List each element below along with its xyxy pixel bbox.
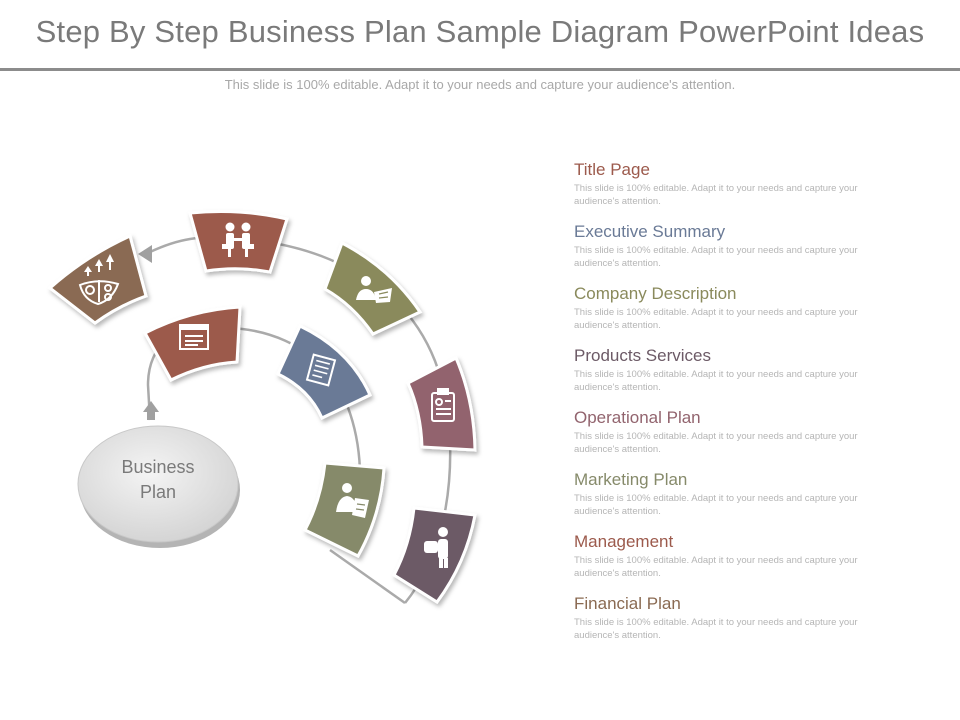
manager-icon — [336, 483, 369, 518]
step-tile-handshake — [188, 209, 289, 274]
center-label-line2: Plan — [140, 482, 176, 502]
browser-window-icon — [179, 324, 209, 350]
center-label-line1: Business — [121, 457, 194, 477]
title-divider — [0, 68, 960, 71]
presenter-icon — [356, 276, 392, 303]
handshake-icon — [222, 222, 254, 257]
plan-section-title: Operational Plan — [574, 408, 701, 427]
person-box-icon — [424, 527, 448, 568]
plan-section-description: This slide is 100% editable. Adapt it to… — [574, 555, 858, 579]
step-tile-report — [406, 355, 477, 452]
step-tile-documents — [276, 323, 372, 421]
up-arrow-stem — [147, 411, 155, 420]
plan-section-description: This slide is 100% editable. Adapt it to… — [574, 369, 858, 393]
slide-title: Step By Step Business Plan Sample Diagra… — [35, 14, 925, 49]
step-tile-growth — [47, 233, 148, 325]
step-tile-manager — [302, 461, 386, 558]
arrowheads — [138, 245, 159, 420]
report-icon — [431, 388, 455, 422]
left-arrowhead — [138, 245, 152, 263]
step-tile-presenter — [323, 240, 423, 336]
step-tile-person-box — [392, 506, 477, 605]
slide-subtitle: This slide is 100% editable. Adapt it to… — [224, 77, 736, 92]
plan-section-description: This slide is 100% editable. Adapt it to… — [574, 183, 858, 207]
business-plan-diagram: Business Plan — [47, 209, 477, 605]
plan-section-title: Financial Plan — [574, 594, 681, 613]
plan-section-title: Products Services — [574, 346, 711, 365]
plan-section-description: This slide is 100% editable. Adapt it to… — [574, 245, 858, 269]
up-arrowhead — [143, 401, 159, 412]
plan-section-title: Title Page — [574, 160, 650, 179]
plan-section-description: This slide is 100% editable. Adapt it to… — [574, 307, 858, 331]
step-tile-browser — [142, 305, 242, 382]
plan-section-title: Executive Summary — [574, 222, 726, 241]
plan-section-title: Company Description — [574, 284, 737, 303]
plan-section-description: This slide is 100% editable. Adapt it to… — [574, 617, 858, 641]
document-list-icon — [305, 353, 337, 387]
plan-section-description: This slide is 100% editable. Adapt it to… — [574, 431, 858, 455]
plan-section-title: Management — [574, 532, 674, 551]
bottom-link-line — [329, 548, 406, 605]
center-oval: Business Plan — [77, 425, 240, 548]
plan-section-title: Marketing Plan — [574, 470, 688, 489]
plan-section-description: This slide is 100% editable. Adapt it to… — [574, 493, 858, 517]
